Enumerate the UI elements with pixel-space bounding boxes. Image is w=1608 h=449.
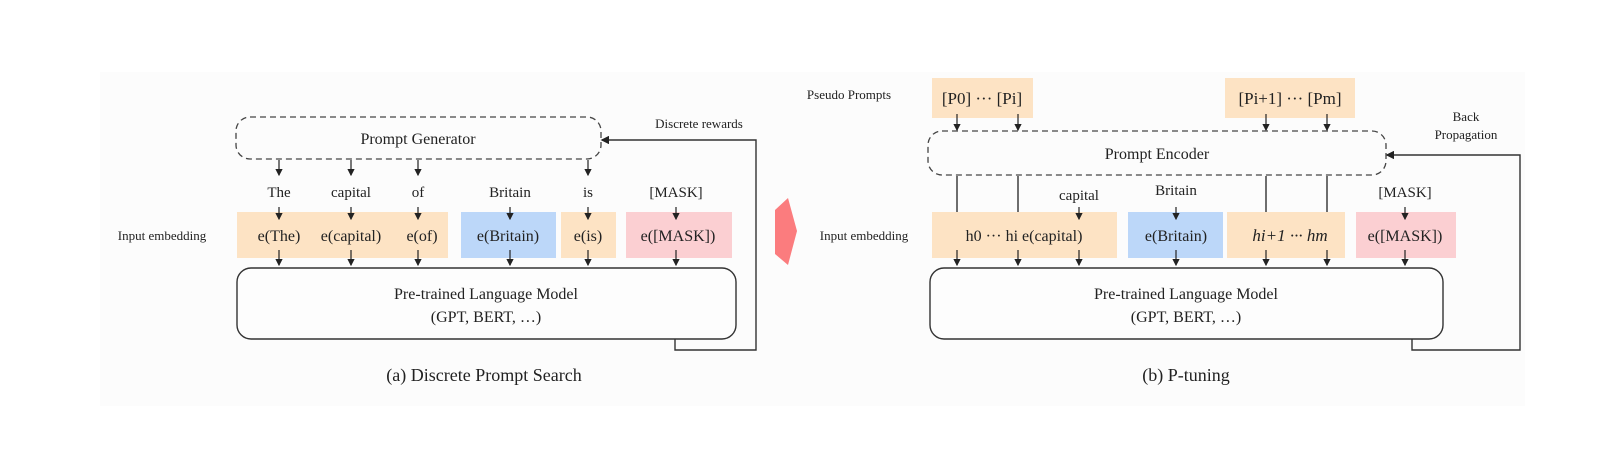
input-embedding-label: Input embedding xyxy=(118,228,207,243)
token-word: capital xyxy=(1059,188,1099,204)
embedding-label: e(is) xyxy=(574,228,602,245)
back-propagation-label-line1: Back xyxy=(1453,109,1480,124)
back-propagation-arrow xyxy=(1385,150,1521,351)
token-word: Britain xyxy=(1155,183,1197,199)
prompt-embedding-box xyxy=(932,212,1117,258)
discrete-prompt-search: Prompt Generator Discrete rewards The ca… xyxy=(118,116,757,386)
prompt-generator-label: Prompt Generator xyxy=(360,131,476,148)
token-word: is xyxy=(583,185,593,201)
pseudo-prompts-label: Pseudo Prompts xyxy=(807,87,891,102)
pseudo-prompt-box xyxy=(1225,78,1355,118)
prompt-embedding-box xyxy=(1227,212,1345,258)
language-model-box xyxy=(236,267,737,340)
embedding-label: e(capital) xyxy=(321,228,381,245)
discrete-rewards-arrow xyxy=(600,135,757,351)
embedding-label: hi+1 ··· hm xyxy=(1252,226,1327,245)
embedding-label: e(The) xyxy=(258,228,301,245)
embedding-label: e(Britain) xyxy=(1145,228,1207,245)
embedding-label: e(Britain) xyxy=(477,228,539,245)
embedding-label: h0 ··· hi e(capital) xyxy=(966,228,1083,245)
caption-a: (a) Discrete Prompt Search xyxy=(386,365,581,386)
embedding-arrows xyxy=(953,207,1409,267)
prompt-embedding-box xyxy=(237,212,448,258)
embedding-arrows xyxy=(275,207,680,267)
pseudo-prompt-group: [P0] ··· [Pi] xyxy=(942,89,1022,108)
pseudo-prompt-group: [Pi+1] ··· [Pm] xyxy=(1238,89,1341,108)
embedding-label: e([MASK]) xyxy=(641,228,716,245)
back-propagation-label-line2: Propagation xyxy=(1435,127,1498,142)
language-model-box xyxy=(929,267,1444,340)
pseudo-prompt-arrows xyxy=(953,114,1331,132)
generator-arrows xyxy=(275,160,592,177)
token-word: [MASK] xyxy=(1378,185,1431,201)
token-word: of xyxy=(412,185,425,201)
language-model-subtitle: (GPT, BERT, …) xyxy=(431,309,541,326)
transition-arrow-icon xyxy=(775,198,797,265)
token-word: capital xyxy=(331,185,371,201)
token-word: [MASK] xyxy=(649,185,702,201)
language-model-title: Pre-trained Language Model xyxy=(1094,286,1278,303)
language-model-title: Pre-trained Language Model xyxy=(394,286,578,303)
discrete-rewards-label: Discrete rewards xyxy=(655,116,743,131)
embedding-label: e([MASK]) xyxy=(1368,228,1443,245)
token-word: Britain xyxy=(489,185,531,201)
prompt-encoder-box xyxy=(927,130,1387,176)
language-model-subtitle: (GPT, BERT, …) xyxy=(1131,309,1241,326)
pseudo-prompt-box xyxy=(932,78,1033,118)
token-word: The xyxy=(267,185,291,201)
input-embedding-label: Input embedding xyxy=(820,228,909,243)
embedding-label: e(of) xyxy=(406,228,437,245)
p-tuning: Pseudo Prompts [P0] ··· [Pi] [Pi+1] ··· … xyxy=(807,78,1521,386)
prompt-encoder-label: Prompt Encoder xyxy=(1105,146,1210,163)
caption-b: (b) P-tuning xyxy=(1142,365,1230,386)
